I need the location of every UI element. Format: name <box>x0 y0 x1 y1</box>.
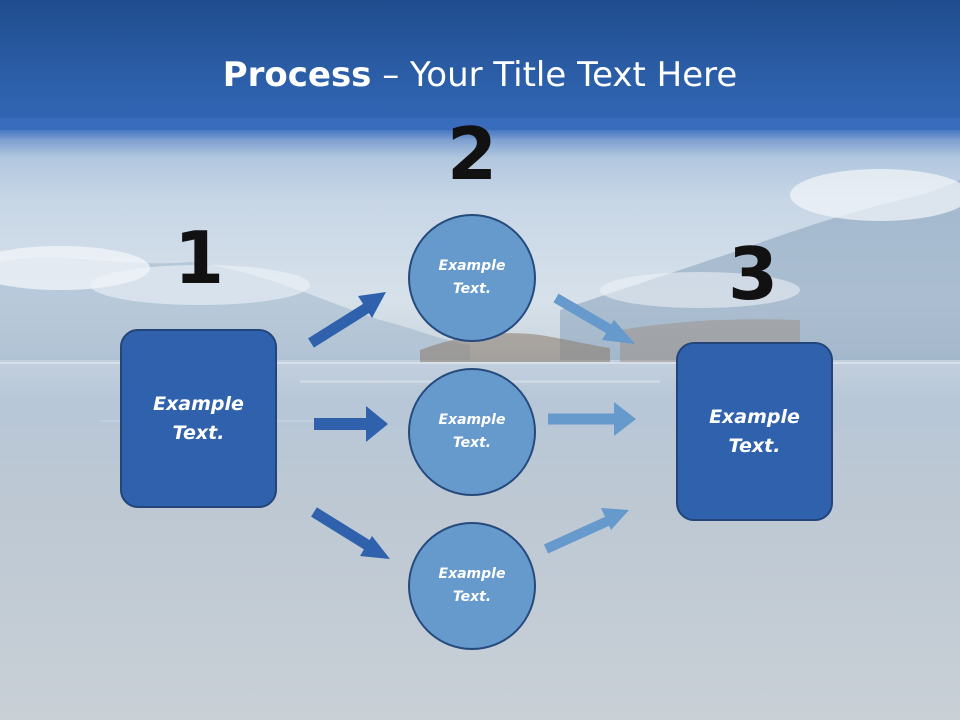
step-number-1: 1 <box>173 216 225 300</box>
circle-node-label: Example Text. <box>438 258 506 297</box>
right-box-label: Example Text. <box>709 405 800 457</box>
right-box: Example Text. <box>676 342 833 521</box>
title-band <box>0 0 960 130</box>
circle-node-label: Example Text. <box>438 566 506 605</box>
circle-node-top: Example Text. <box>408 214 536 342</box>
circle-node-bottom: Example Text. <box>408 522 536 650</box>
left-box-label: Example Text. <box>153 392 244 444</box>
arrow-right-icon <box>543 508 629 554</box>
left-box: Example Text. <box>120 329 277 508</box>
slide-title-rest: – Your Title Text Here <box>371 55 738 95</box>
slide-title-bold: Process <box>222 55 372 95</box>
arrow-right-icon <box>308 292 386 348</box>
arrow-right-icon <box>548 402 636 436</box>
step-number-3: 3 <box>727 232 779 316</box>
arrow-right-icon <box>311 507 390 559</box>
title-band-fade <box>0 118 960 158</box>
circle-node-label: Example Text. <box>438 412 506 451</box>
step-number-2: 2 <box>446 112 498 196</box>
slide-title: Process – Your Title Text Here <box>0 52 960 98</box>
circle-node-middle: Example Text. <box>408 368 536 496</box>
arrow-right-icon <box>553 293 635 344</box>
arrow-right-icon <box>314 406 388 442</box>
